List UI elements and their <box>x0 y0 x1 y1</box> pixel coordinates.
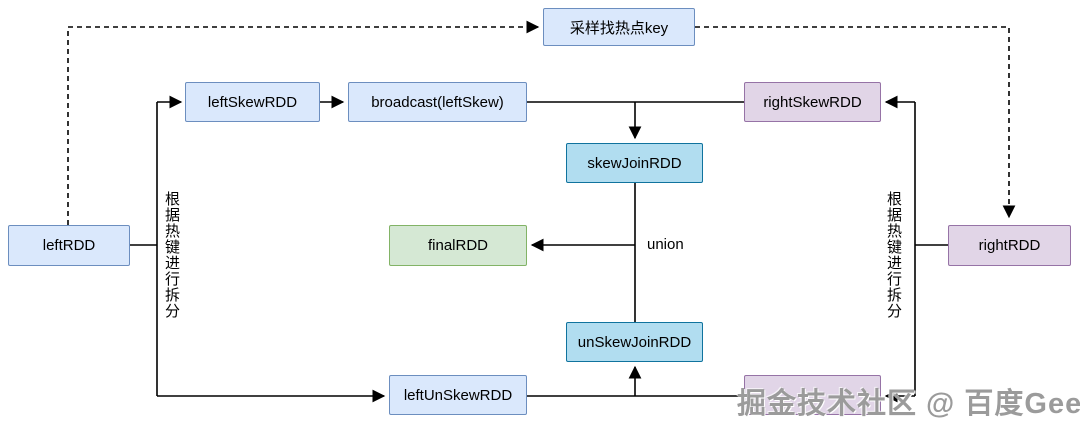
node-final-rdd: finalRDD <box>389 225 527 266</box>
node-left-skew-rdd: leftSkewRDD <box>185 82 320 122</box>
node-sample-hot-key: 采样找热点key <box>543 8 695 46</box>
edge-label-union: union <box>645 236 686 253</box>
node-skew-join-rdd: skewJoinRDD <box>566 143 703 183</box>
node-left-rdd: leftRDD <box>8 225 130 266</box>
node-unskew-join-rdd: unSkewJoinRDD <box>566 322 703 362</box>
node-right-skew-rdd: rightSkewRDD <box>744 82 881 122</box>
edge-dashed-left-to-sample <box>67 20 540 225</box>
edge-label-left-split-note: 根据热键进行拆分 <box>163 191 180 319</box>
node-left-unskew-rdd: leftUnSkewRDD <box>389 375 527 415</box>
node-broadcast-left-skew: broadcast(leftSkew) <box>348 82 527 122</box>
edge-label-right-split-note: 根据热键进行拆分 <box>885 191 902 319</box>
edge-dashed-sample-to-rightrdd <box>695 26 1016 219</box>
watermark-text: 掘金技术社区 @ 百度Geek说 <box>737 388 1080 420</box>
node-right-unskew-rdd-obscured <box>744 375 881 415</box>
node-right-rdd: rightRDD <box>948 225 1071 266</box>
